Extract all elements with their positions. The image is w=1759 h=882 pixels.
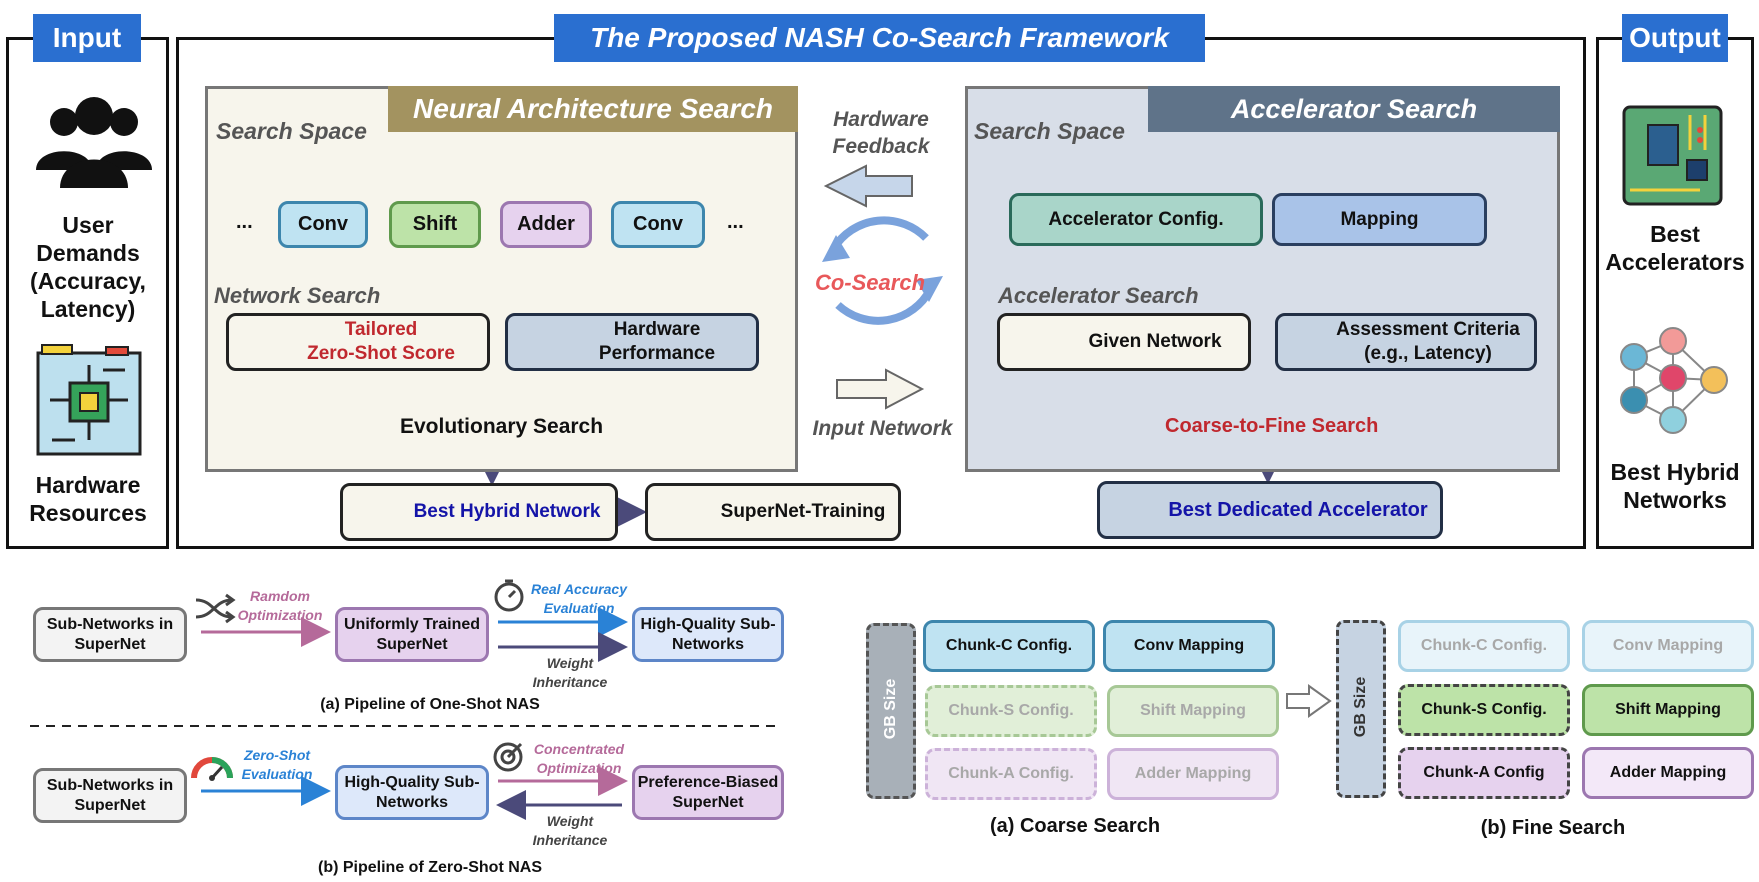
concentrated-optimization-label: Concentrated Optimization <box>533 741 625 776</box>
zeroshot-caption: (b) Pipeline of Zero-Shot NAS <box>318 859 542 876</box>
input-title: Input <box>33 14 141 62</box>
fine-adder-mapping: Adder Mapping <box>1582 747 1754 799</box>
real-accuracy-label: Real Accuracy Evaluation <box>531 581 627 616</box>
coarse-gb-size-label: GB Size <box>882 678 899 740</box>
acc-title: Accelerator Search <box>1148 86 1560 132</box>
hardware-feedback-arrow <box>823 164 913 208</box>
coarse-adder-mapping: Adder Mapping <box>1107 748 1279 800</box>
assessment-criteria-box: Assessment Criteria (e.g., Latency) <box>1275 313 1537 371</box>
hardware-performance-box: Hardware Performance <box>505 313 759 371</box>
best-hybrid-network-box: Best Hybrid Network <box>340 483 618 541</box>
fine-conv-mapping: Conv Mapping <box>1582 620 1754 672</box>
fine-shift-mapping: Shift Mapping <box>1582 684 1754 736</box>
ellipsis-right: ... <box>727 211 744 233</box>
motherboard-icon <box>1622 105 1723 206</box>
user-demands-label: User Demands (Accuracy, Latency) <box>30 212 146 322</box>
acc-panel <box>965 86 1560 472</box>
accelerator-config-box: Accelerator Config. <box>1009 193 1263 246</box>
fine-chunk-a: Chunk-A Config <box>1398 747 1570 799</box>
oneshot-subnets-box: Sub-Networks in SuperNet <box>33 607 187 662</box>
oneshot-caption: (a) Pipeline of One-Shot NAS <box>320 696 540 713</box>
acc-search-section-label: Accelerator Search <box>998 283 1199 308</box>
hybrid-network-icon <box>1620 327 1728 434</box>
hardware-resources-label: Hardware Resources <box>29 472 147 526</box>
zero-shot-line1: Tailored <box>344 319 418 340</box>
fine-chunk-c: Chunk-C Config. <box>1398 620 1570 672</box>
oneshot-weight-inheritance-label: Weight Inheritance <box>532 655 608 690</box>
random-optimization-label: Ramdom Optimization <box>237 588 323 623</box>
nas-title: Neural Architecture Search <box>388 86 798 132</box>
best-hybrid-networks-label: Best Hybrid Networks <box>1610 459 1740 513</box>
op-shift: Shift <box>389 201 481 248</box>
fine-chunk-s: Chunk-S Config. <box>1398 684 1570 736</box>
nas-search-space-label: Search Space <box>216 118 367 144</box>
coarse-chunk-s: Chunk-S Config. <box>925 685 1097 737</box>
coarse-chunk-a: Chunk-A Config. <box>925 748 1097 800</box>
zeroshot-subnets-box: Sub-Networks in SuperNet <box>33 768 187 823</box>
coarse-to-fine-label: Coarse-to-Fine Search <box>1165 415 1379 437</box>
circuit-board-icon <box>36 344 142 456</box>
target-icon <box>493 742 523 772</box>
zeroshot-weight-inheritance-label: Weight Inheritance <box>532 813 608 848</box>
output-title: Output <box>1622 14 1728 62</box>
coarse-caption: (a) Coarse Search <box>989 815 1161 837</box>
fine-caption: (b) Fine Search <box>1480 817 1626 839</box>
preference-biased-supernet-box: Preference-Biased SuperNet <box>632 765 784 820</box>
input-network-arrow <box>836 368 925 410</box>
mapping-box: Mapping <box>1272 193 1487 246</box>
evolutionary-search-label: Evolutionary Search <box>400 415 604 438</box>
users-icon <box>36 97 152 188</box>
fine-gb-size-bar <box>1336 620 1386 798</box>
zeroshot-hq-subnets-box: High-Quality Sub-Networks <box>335 765 489 820</box>
best-accelerators-label: Best Accelerators <box>1605 221 1745 275</box>
coarse-shift-mapping: Shift Mapping <box>1107 685 1279 737</box>
coarse-to-fine-arrow <box>1286 684 1332 718</box>
hardware-feedback-label: Hardware Feedback <box>832 108 930 158</box>
op-conv-2: Conv <box>611 201 705 248</box>
uniform-supernet-box: Uniformly Trained SuperNet <box>335 607 489 662</box>
oneshot-hq-subnets-box: High-Quality Sub-Networks <box>632 607 784 662</box>
op-adder: Adder <box>500 201 592 248</box>
supernet-training-box: SuperNet-Training <box>645 483 901 541</box>
network-search-label: Network Search <box>214 283 381 308</box>
coarse-conv-mapping: Conv Mapping <box>1103 620 1275 672</box>
zero-shot-score-box: Tailored Zero-Shot Score <box>226 313 490 371</box>
co-search-cycle-icon <box>830 216 934 325</box>
coarse-gb-size-bar <box>866 623 916 799</box>
stopwatch-icon <box>494 579 524 612</box>
ellipsis-left: ... <box>236 211 253 233</box>
zero-shot-evaluation-label: Zero-Shot Evaluation <box>241 747 313 782</box>
coarse-chunk-c: Chunk-C Config. <box>923 620 1095 672</box>
given-network-box: Given Network <box>997 313 1251 371</box>
zero-shot-line2: Zero-Shot Score <box>307 343 455 364</box>
best-dedicated-accelerator-box: Best Dedicated Accelerator <box>1097 481 1443 539</box>
speedometer-icon <box>191 757 233 781</box>
framework-title: The Proposed NASH Co-Search Framework <box>554 14 1205 62</box>
op-conv-1: Conv <box>278 201 368 248</box>
fine-gb-size-label: GB Size <box>1352 676 1369 738</box>
acc-search-space-label: Search Space <box>974 118 1125 144</box>
co-search-label: Co-Search <box>814 270 926 295</box>
shuffle-icon <box>195 593 236 624</box>
input-network-label: Input Network <box>812 417 953 440</box>
